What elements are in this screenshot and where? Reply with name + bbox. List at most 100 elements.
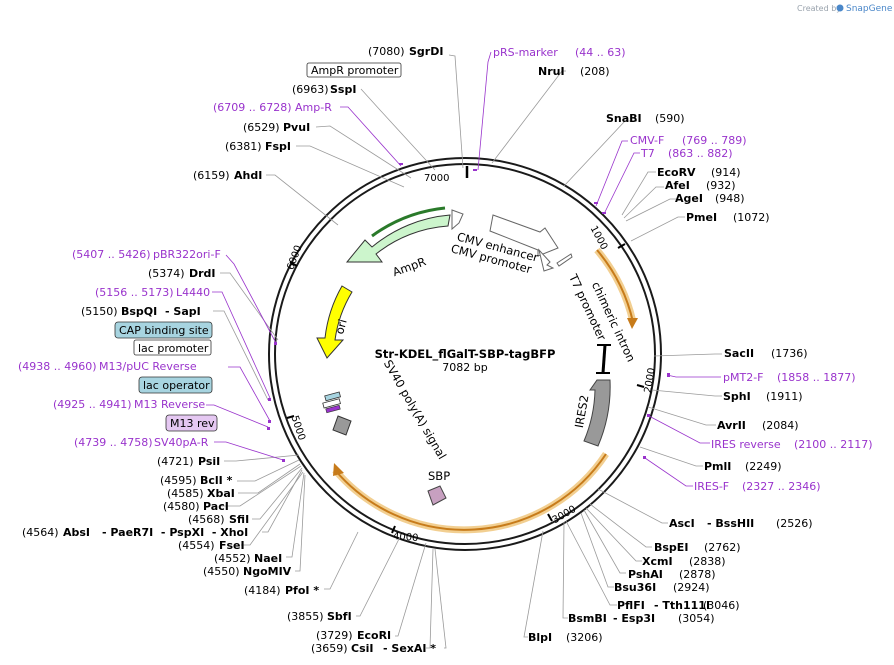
enzyme-name: FseI: [219, 539, 245, 552]
primer-name: pMT2-F: [723, 371, 764, 384]
enzyme-name: SspI: [330, 83, 356, 96]
enzyme-pos: (590): [655, 112, 685, 125]
enzyme-name: SacII: [724, 347, 754, 360]
enzyme-pos: (4580): [163, 500, 200, 513]
enzyme-name: SbfI: [327, 610, 352, 623]
enzyme-pos: (2084): [762, 419, 799, 432]
primer-name: IRES-F: [694, 480, 729, 493]
enzyme-pos: (914): [711, 166, 741, 179]
enzyme-name: CsiI: [351, 642, 373, 655]
primer-range: (44 .. 63): [575, 46, 626, 59]
tick-5000: 5000: [289, 414, 307, 442]
primer-markers: [267, 163, 670, 462]
primer-range: (863 .. 882): [668, 147, 733, 160]
tick-2000-mark: [636, 384, 645, 388]
enzyme-name: AgeI: [675, 192, 703, 205]
enzyme-pos: (948): [715, 192, 745, 205]
enzyme-name: BlpI: [528, 631, 552, 644]
ampr-cds-arc: [371, 206, 446, 238]
enzyme-pos: (3206): [566, 631, 603, 644]
backbone-outer: [268, 157, 662, 551]
lac-operator-box-label: lac operator: [143, 379, 210, 392]
cmv-enhancer-arrow-icon: [489, 214, 559, 257]
credit-text: Created by: [797, 4, 841, 13]
lac-promoter-mark: [322, 398, 341, 409]
primer-range: (2327 .. 2346): [742, 480, 821, 493]
enzyme-name: AhdI: [234, 169, 262, 182]
lac-promoter-box-label: lac promoter: [138, 342, 209, 355]
enzyme-name: PvuI: [283, 121, 310, 134]
enzyme-name: NaeI: [254, 552, 282, 565]
enzyme-pos: (5374): [148, 267, 185, 280]
ori-label: ori: [332, 318, 349, 336]
cds-arc-2: [334, 453, 607, 531]
primer-leaders: [206, 51, 721, 487]
enzyme-pos: (4585): [167, 487, 204, 500]
enzyme-name: BspQI: [121, 305, 157, 318]
enzyme-pos: (4554): [178, 539, 215, 552]
enzyme-pos: (3046): [703, 599, 740, 612]
enzyme-name: Bsu36I: [614, 581, 656, 594]
tick-1000: 1000: [588, 224, 610, 252]
enzyme-name: SnaBI: [606, 112, 642, 125]
enzyme-name: SphI: [723, 390, 751, 403]
enzyme-pos: (4550): [203, 565, 240, 578]
primer-name: SV40pA-R: [154, 436, 209, 449]
enzyme-name: PsiI: [198, 455, 220, 468]
tick-4000: 4000: [393, 531, 419, 544]
enzyme-name: PflFI: [617, 599, 645, 612]
enzyme-name: NruI: [538, 65, 565, 78]
tick-2000: 2000: [643, 367, 658, 394]
primer-name: pBR322ori-F: [153, 248, 221, 261]
brand-text: SnapGene: [846, 4, 893, 14]
enzyme-pos: (932): [706, 179, 736, 192]
enzyme-pos: (3855): [287, 610, 324, 623]
ampr-label: AmpR: [391, 254, 428, 279]
ires2-arrow-icon: [583, 379, 611, 447]
chimeric-intron-bar: [601, 344, 607, 374]
ires2-label: IRES2: [572, 394, 592, 429]
left-leaders: [213, 54, 464, 649]
enzyme-name: PacI: [203, 500, 229, 513]
cds-arc-1-arrow-icon: [627, 318, 638, 329]
enzyme-pos: (4595): [160, 474, 197, 487]
ampr-promoter-box-label: AmpR promoter: [311, 64, 399, 77]
ampr-promoter-arrow-icon: [451, 209, 464, 231]
enzyme-pos: (4564): [22, 526, 59, 539]
backbone-inner: [274, 163, 656, 545]
enzyme-name: DrdI: [189, 267, 216, 280]
enzyme-name: PfoI *: [285, 584, 319, 597]
lac-promoter-box: lac promoter: [133, 339, 212, 356]
enzyme-pos: (6963): [292, 83, 329, 96]
primer-name: CMV-F: [630, 134, 664, 147]
sbp-arrow-icon: [427, 485, 447, 506]
enzyme-pos: (4552): [214, 552, 251, 565]
cds-arc-2-arrow-icon: [333, 463, 344, 476]
enzyme-pos: (2838): [689, 555, 726, 568]
enzyme-name: FspI: [265, 140, 291, 153]
enzyme-pos: (3729): [316, 629, 353, 642]
tick-4000-mark: [391, 525, 396, 534]
enzyme-pos: (6159): [193, 169, 230, 182]
lac-operator-box: lac operator: [138, 376, 213, 394]
plasmid-name: Str-KDEL_flGalT-SBP-tagBFP: [375, 347, 556, 362]
m13-rev-box: M13 rev: [165, 414, 218, 432]
enzyme-pos: (2924): [673, 581, 710, 594]
enzyme-name: EcoRI: [357, 629, 391, 642]
enzyme-pos: (4184): [244, 584, 281, 597]
primer-range: (2100 .. 2117): [794, 438, 873, 451]
cmv-promoter-arrow-icon: [538, 248, 555, 272]
tick-7000: 7000: [424, 173, 449, 184]
enzyme-extra: - SexAI *: [383, 642, 436, 655]
primer-range: (769 .. 789): [682, 134, 747, 147]
primer-range: (1858 .. 1877): [777, 371, 856, 384]
enzyme-name: PmeI: [686, 211, 717, 224]
cap-binding-box-label: CAP binding site: [119, 324, 209, 337]
sv40-polya-arrow-icon: [332, 415, 352, 436]
primer-name: L4440: [176, 286, 210, 299]
enzyme-pos: (2762): [704, 541, 741, 554]
primer-name: T7: [640, 147, 655, 160]
enzyme-pos: (4721): [157, 455, 194, 468]
primer-name: pRS-marker: [493, 46, 558, 59]
